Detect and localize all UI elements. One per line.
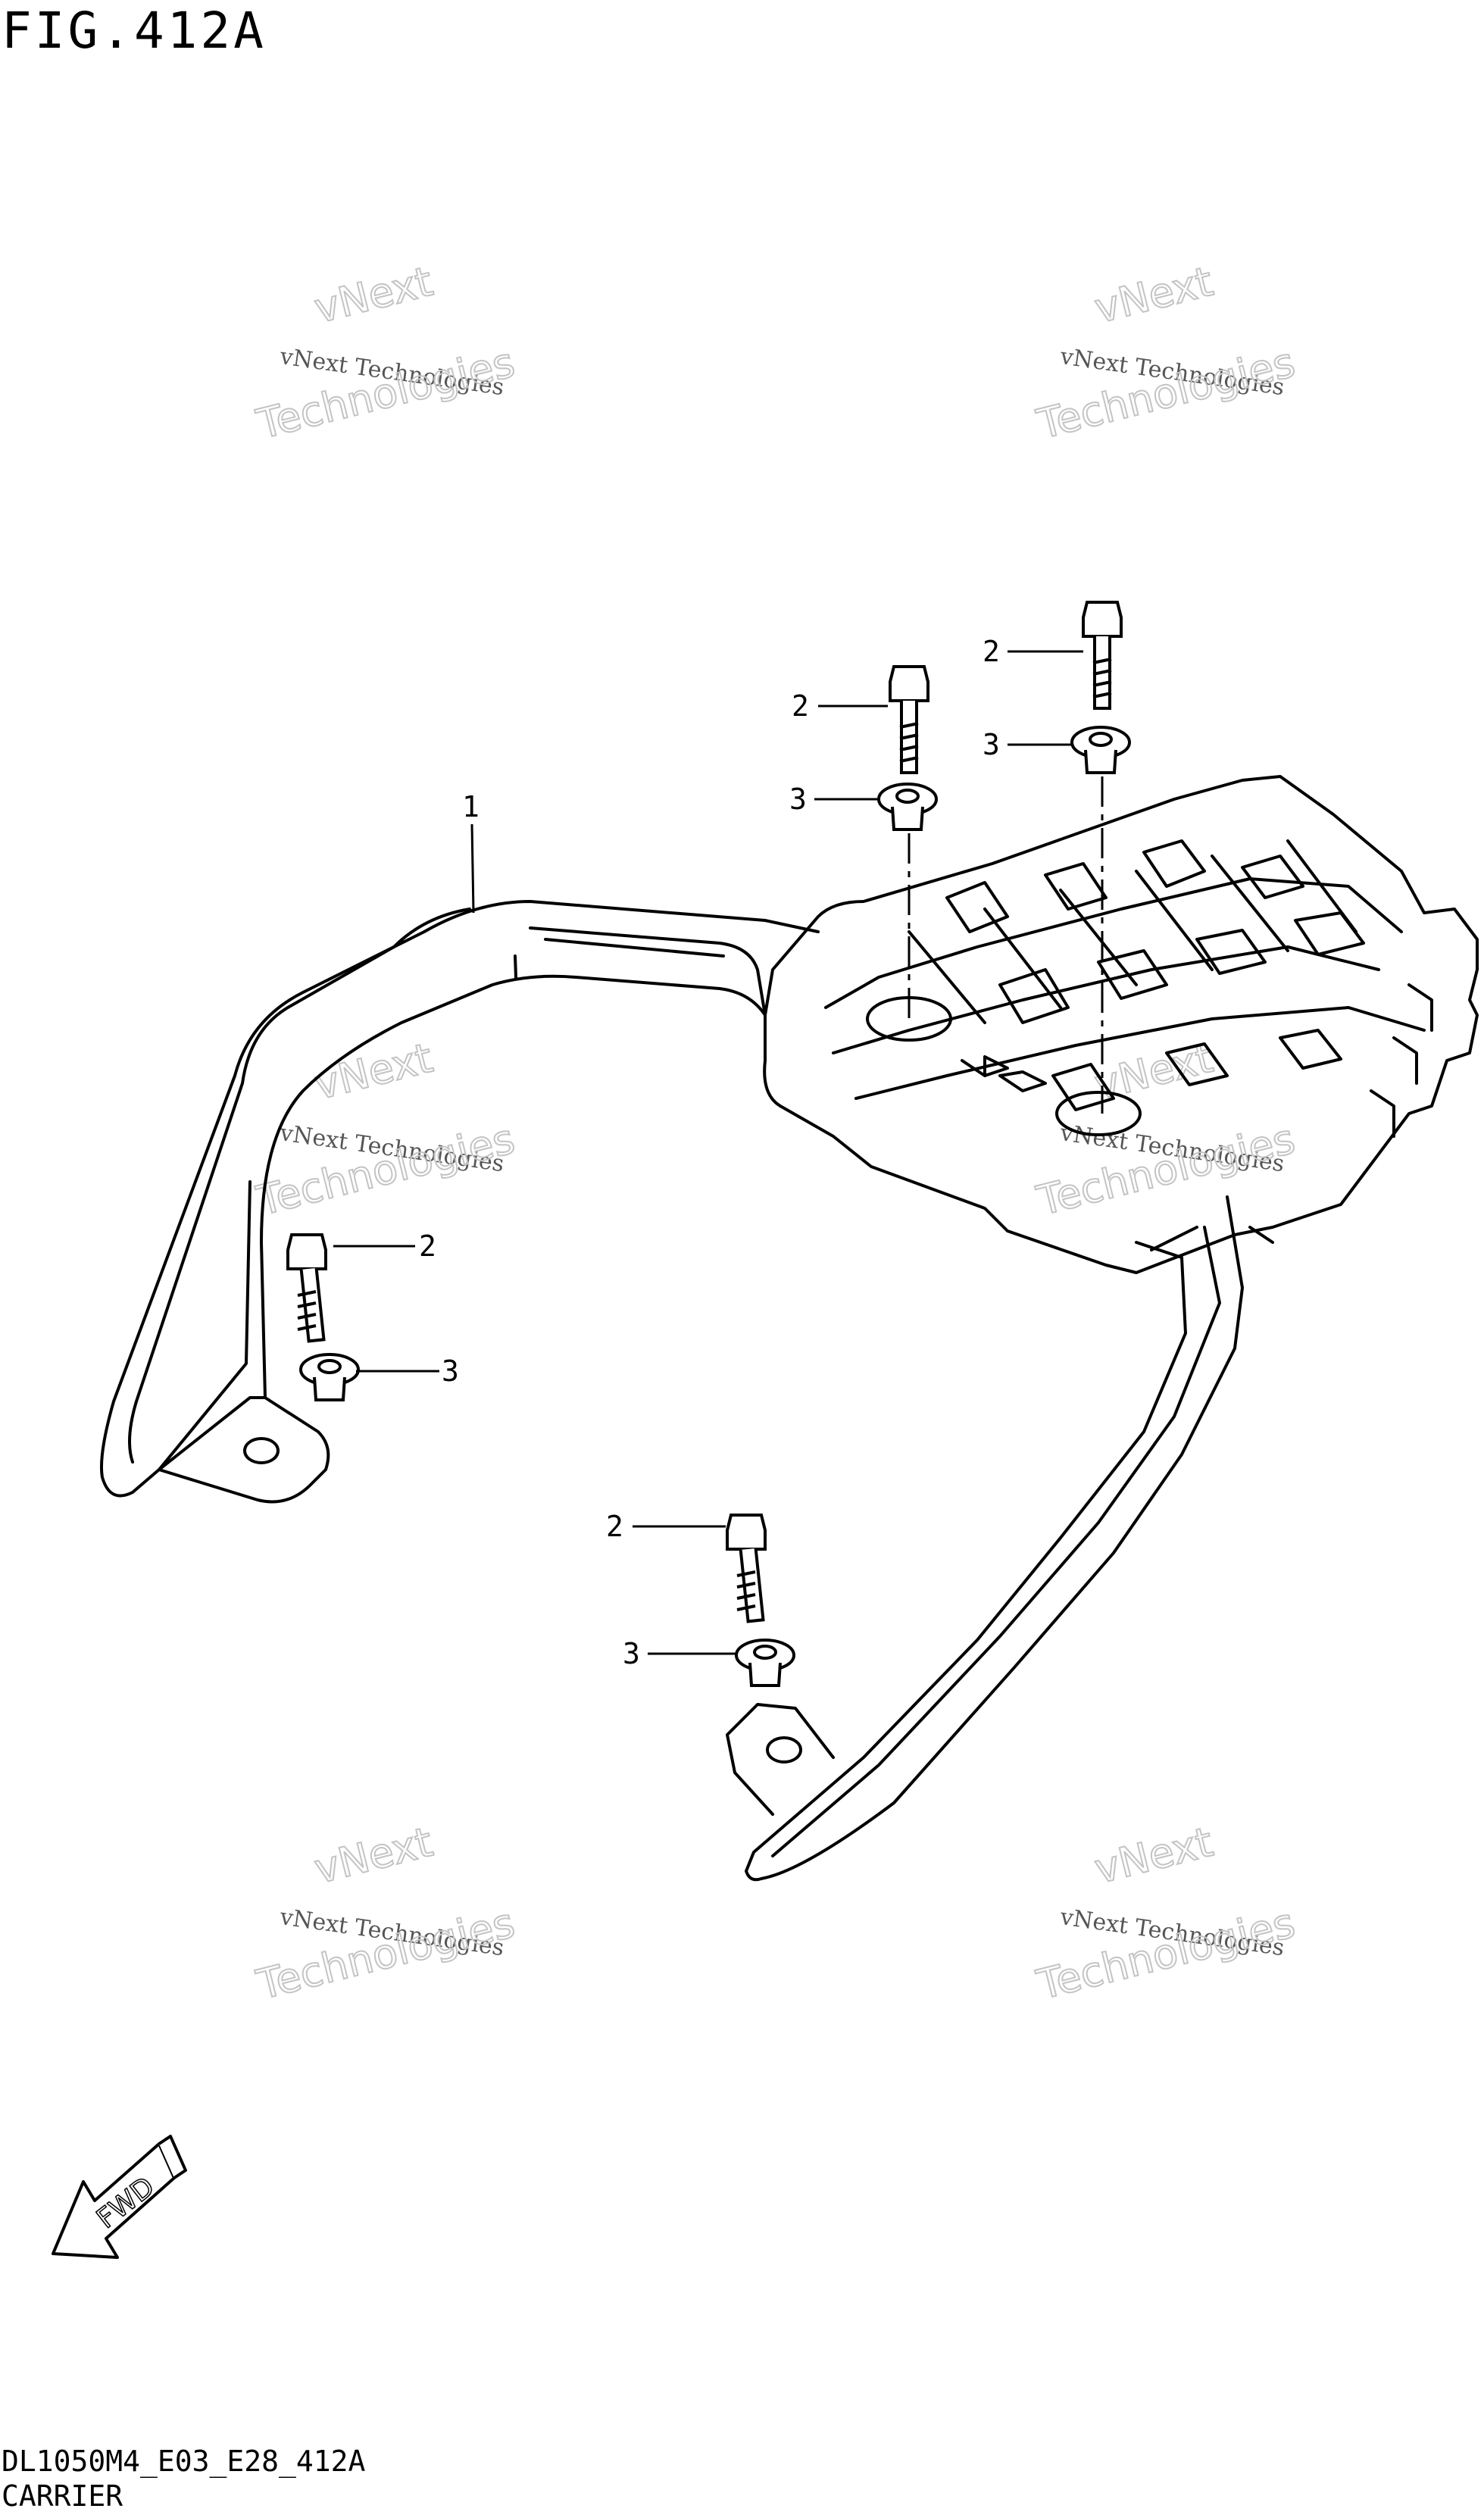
washer-bottom xyxy=(735,1639,795,1687)
section-name: CARRIER xyxy=(2,2479,123,2513)
center-lines xyxy=(908,776,1104,1114)
bolt-top-right xyxy=(1082,601,1123,710)
drawing-code: DL1050M4_E03_E28_412A xyxy=(2,2445,366,2478)
callout-carrier: 1 xyxy=(462,790,480,823)
watermark: vNext vNext Technologies Technologies xyxy=(251,1817,520,2010)
callout-bolt-bottom: 2 xyxy=(606,1510,623,1543)
callout-bolt-left: 2 xyxy=(419,1229,436,1263)
washer-top-right xyxy=(1070,726,1131,774)
watermark-line2: vNext xyxy=(310,1818,437,1893)
callout-washer-top-right: 3 xyxy=(983,728,1000,761)
bolt-top-middle xyxy=(889,665,929,774)
watermark-line2: vNext xyxy=(1090,258,1217,333)
callout-washer-left: 3 xyxy=(442,1354,459,1388)
callout-washer-bottom: 3 xyxy=(623,1637,640,1670)
watermark: vNext vNext Technologies Technologies xyxy=(1032,257,1301,449)
watermark: vNext vNext Technologies Technologies xyxy=(251,1033,520,1226)
callout-bolt-top-right: 2 xyxy=(983,635,1000,668)
bolt-left xyxy=(286,1233,327,1343)
watermark: vNext vNext Technologies Technologies xyxy=(251,257,520,449)
watermark-line2: vNext xyxy=(310,258,437,333)
figure-title: FIG.412A xyxy=(2,2,267,60)
watermark-group: vNext vNext Technologies Technologies vN… xyxy=(251,257,1301,2010)
callout-labels: 1 2 3 2 3 2 3 2 3 xyxy=(419,635,1000,1670)
fwd-arrow-icon: FWD xyxy=(52,2135,187,2259)
callout-washer-top-middle: 3 xyxy=(789,783,807,816)
fasteners xyxy=(286,601,1131,1687)
watermark-line2: vNext xyxy=(310,1034,437,1109)
washer-top-middle xyxy=(877,783,938,831)
carrier-part xyxy=(100,775,1479,1882)
washer-left xyxy=(299,1353,360,1401)
bolt-bottom xyxy=(726,1514,767,1623)
watermark-line2: vNext xyxy=(1090,1818,1217,1893)
leader-lines xyxy=(333,650,1083,1655)
callout-bolt-top-middle: 2 xyxy=(792,689,809,723)
watermark: vNext vNext Technologies Technologies xyxy=(1032,1817,1301,2010)
